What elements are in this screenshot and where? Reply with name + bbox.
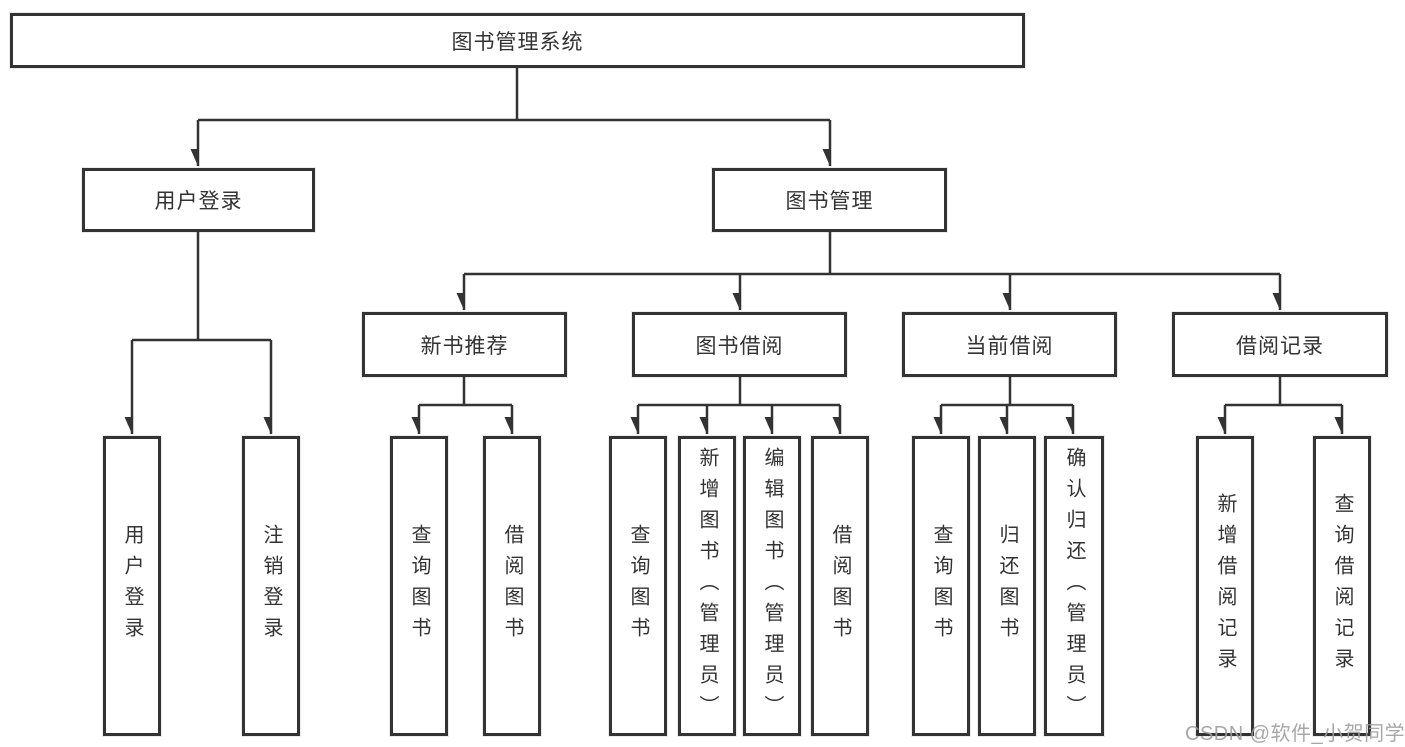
leaf-cb-confirm-return-admin-label: 确认归还（管理员） [1063,446,1085,726]
leaf-bb-edit-books-admin: 编辑图书（管理员） [743,436,801,736]
connector-current-borrow-stem [941,377,1073,407]
leaf-bb-query-books: 查询图书 [609,436,667,736]
leaf-nbr-query-books-label: 查询图书 [408,524,430,648]
leaf-bb-edit-books-admin-label: 编辑图书（管理员） [761,446,783,726]
leaf-bb-add-books-admin: 新增图书（管理员） [678,436,736,736]
connector-new-book-rec-stem [419,377,512,407]
node-book-borrowing: 图书借阅 [632,312,847,377]
node-user-login-label: 用户登录 [154,190,243,213]
leaf-br-query-record: 查询借阅记录 [1313,436,1371,736]
leaf-br-add-record-label: 新增借阅记录 [1214,493,1236,679]
leaf-br-add-record: 新增借阅记录 [1196,436,1254,736]
node-borrowing-records-label: 借阅记录 [1236,334,1324,358]
node-book-management: 图书管理 [712,168,947,232]
leaf-br-query-record-label: 查询借阅记录 [1331,493,1353,679]
node-new-book-recommendation: 新书推荐 [362,312,567,377]
node-root-system: 图书管理系统 [10,13,1025,68]
leaf-nbr-borrow-books: 借阅图书 [483,436,541,736]
node-current-borrowing: 当前借阅 [902,312,1117,377]
leaf-nbr-query-books: 查询图书 [390,436,448,736]
node-book-borrowing-label: 图书借阅 [695,334,784,358]
leaf-cb-return-books: 归还图书 [978,436,1036,736]
csdn-watermark: CSDN @软件_小贺同学 [1185,723,1405,745]
connector-book-borrow-stem [638,377,840,407]
leaf-nbr-borrow-books-label: 借阅图书 [501,524,523,648]
leaf-cb-query-books-label: 查询图书 [930,524,952,648]
node-book-management-label: 图书管理 [785,190,874,213]
node-user-login: 用户登录 [82,168,315,232]
node-root-label: 图书管理系统 [451,30,584,54]
leaf-bb-query-books-label: 查询图书 [627,524,649,648]
leaf-cb-query-books: 查询图书 [912,436,970,736]
leaf-logout-label: 注销登录 [260,524,282,648]
leaf-user-login-label: 用户登录 [121,524,143,648]
leaf-bb-borrow-books-label: 借阅图书 [829,524,851,648]
node-current-borrowing-label: 当前借阅 [965,334,1054,358]
leaf-cb-return-books-label: 归还图书 [996,524,1018,648]
leaf-logout: 注销登录 [242,436,300,736]
leaf-bb-add-books-admin-label: 新增图书（管理员） [696,446,718,726]
leaf-bb-borrow-books: 借阅图书 [811,436,869,736]
leaf-user-login: 用户登录 [103,436,161,736]
node-borrowing-records: 借阅记录 [1172,312,1388,377]
node-new-book-recommendation-label: 新书推荐 [420,334,509,358]
leaf-cb-confirm-return-admin: 确认归还（管理员） [1044,436,1104,736]
connector-borrow-records-stem [1225,377,1342,407]
